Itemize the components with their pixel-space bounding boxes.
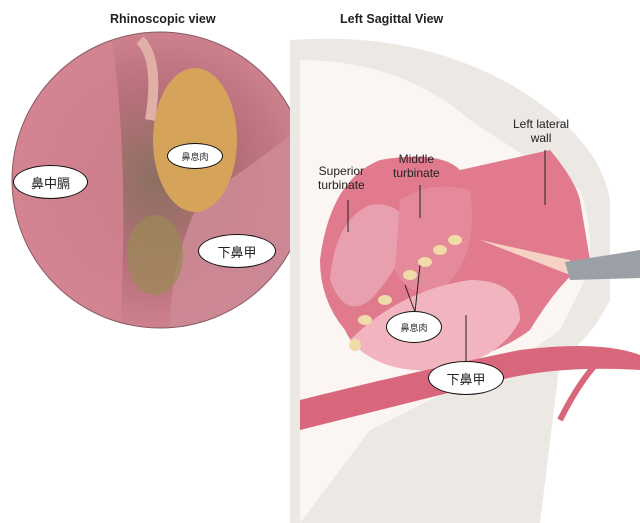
polyp-label-photo: 鼻息肉 xyxy=(167,143,223,169)
middle-turbinate xyxy=(395,186,472,293)
polyp-label-sagittal: 鼻息肉 xyxy=(386,311,442,343)
left-lateral-wall-label: Left lateral wall xyxy=(513,117,570,145)
leader-lines xyxy=(347,150,546,362)
inferior-turbinate-label-photo: 下鼻甲 xyxy=(198,234,276,268)
inferior-turbinate-label-sagittal: 下鼻甲 xyxy=(428,361,504,395)
light-beam xyxy=(480,240,570,275)
septum-label: 鼻中膈 xyxy=(13,165,88,199)
endoscope-icon xyxy=(565,250,640,280)
sagittal-illustration xyxy=(290,38,640,523)
polyp-photo xyxy=(153,68,237,212)
endoscopic-photo xyxy=(12,32,308,328)
rhinoscopic-view-title: Rhinoscopic view xyxy=(110,12,216,26)
polyps xyxy=(349,235,462,351)
middle-turbinate-label: Middle turbinate xyxy=(393,152,440,180)
superior-turbinate-label: Superior turbinate xyxy=(318,164,365,192)
sagittal-view-title: Left Sagittal View xyxy=(340,12,444,26)
superior-turbinate xyxy=(330,204,410,307)
